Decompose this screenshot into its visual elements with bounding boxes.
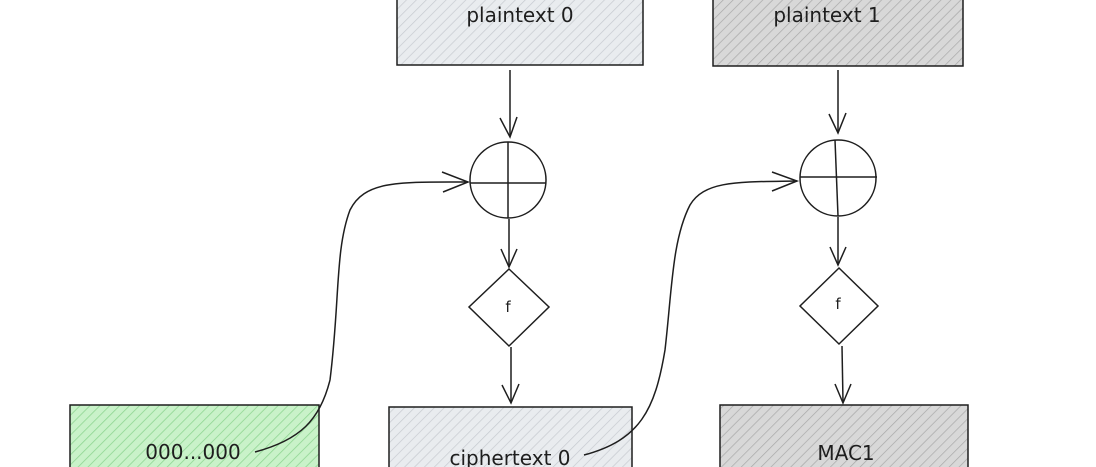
function-f-0: f bbox=[467, 267, 551, 348]
xor-operator-1 bbox=[799, 139, 877, 217]
function-f-1: f bbox=[798, 266, 880, 346]
ciphertext-0-label: ciphertext 0 bbox=[449, 446, 570, 467]
function-f-1-label: f bbox=[835, 295, 841, 313]
arrow-plaintext1-to-xor1 bbox=[828, 70, 847, 135]
arrow-f0-to-ciphertext0 bbox=[501, 347, 520, 405]
xor-operator-0 bbox=[469, 141, 547, 219]
arrow-plaintext0-to-xor0 bbox=[499, 70, 518, 139]
iv-box: 000...000 bbox=[69, 404, 320, 467]
arrow-xor1-to-f1 bbox=[829, 217, 847, 267]
iv-label: 000...000 bbox=[145, 440, 240, 464]
plaintext-1-box: plaintext 1 bbox=[712, 0, 964, 67]
arrow-ciphertext0-to-xor1 bbox=[583, 171, 800, 456]
mac1-label: MAC1 bbox=[817, 441, 874, 465]
arrow-iv-to-xor0 bbox=[254, 171, 471, 453]
ciphertext-0-box: ciphertext 0 bbox=[388, 406, 633, 467]
arrow-f1-to-mac1 bbox=[834, 345, 852, 405]
plaintext-1-label: plaintext 1 bbox=[773, 3, 880, 27]
plaintext-0-label: plaintext 0 bbox=[466, 3, 573, 27]
plaintext-0-box: plaintext 0 bbox=[396, 0, 644, 66]
function-f-0-label: f bbox=[505, 298, 511, 316]
arrow-xor0-to-f0 bbox=[500, 219, 518, 269]
mac1-box: MAC1 bbox=[719, 404, 969, 467]
